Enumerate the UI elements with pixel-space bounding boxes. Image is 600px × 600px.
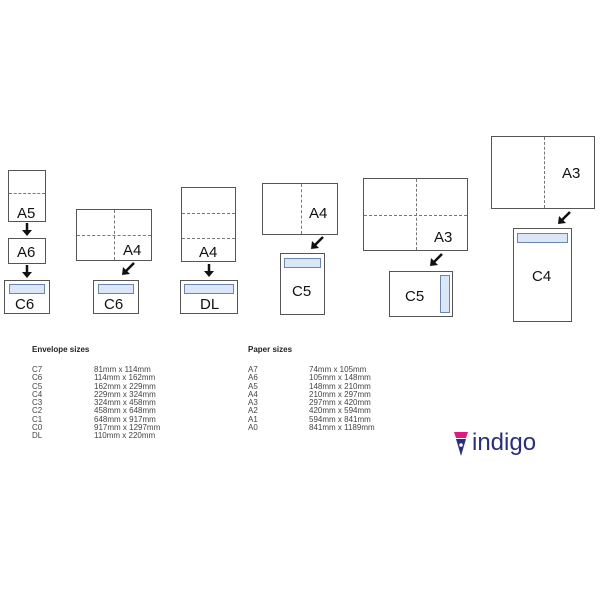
paper-name: A6 bbox=[248, 373, 258, 383]
paper-a4: A4 bbox=[262, 183, 338, 235]
envelope-window bbox=[184, 284, 234, 294]
envelope-size: 229mm x 324mm bbox=[94, 389, 156, 399]
envelope-c5: C5 bbox=[280, 253, 325, 315]
paper-label: A6 bbox=[17, 244, 36, 261]
paper-size: 420mm x 594mm bbox=[309, 406, 371, 416]
paper-name: A4 bbox=[248, 389, 258, 399]
envelope-name: C1 bbox=[32, 414, 43, 424]
arrow-down-icon bbox=[22, 223, 32, 236]
envelope-name: C3 bbox=[32, 398, 43, 408]
envelope-label: C6 bbox=[104, 296, 124, 313]
paper-label: A3 bbox=[434, 229, 453, 246]
fold-line bbox=[9, 193, 45, 194]
paper-size: 105mm x 148mm bbox=[309, 373, 371, 383]
envelope-window bbox=[9, 284, 45, 294]
arrow-diagonal-icon bbox=[311, 236, 324, 249]
paper-name: A1 bbox=[248, 414, 258, 424]
envelope-size: 162mm x 229mm bbox=[94, 381, 156, 391]
paper-size: 148mm x 210mm bbox=[309, 381, 371, 391]
fold-line bbox=[301, 184, 302, 234]
envelope-label: C5 bbox=[405, 288, 425, 305]
fold-line bbox=[114, 210, 115, 260]
envelope-dl: DL bbox=[180, 280, 238, 314]
envelope-c5: C5 bbox=[389, 271, 453, 317]
arrow-down-icon bbox=[22, 265, 32, 278]
paper-label: A4 bbox=[309, 205, 328, 222]
envelope-name: C6 bbox=[32, 373, 43, 383]
paper-a4: A4 bbox=[76, 209, 152, 261]
envelope-size: 917mm x 1297mm bbox=[94, 423, 161, 433]
envelope-sizes-heading: Envelope sizes bbox=[32, 345, 90, 354]
paper-label: A5 bbox=[17, 205, 36, 222]
paper-name: A3 bbox=[248, 398, 258, 408]
envelope-size: 114mm x 162mm bbox=[94, 373, 156, 383]
paper-size: 297mm x 420mm bbox=[309, 398, 371, 408]
fold-line bbox=[416, 179, 417, 250]
paper-sizes-heading: Paper sizes bbox=[248, 345, 293, 354]
envelope-name: C5 bbox=[32, 381, 43, 391]
envelope-size: 81mm x 114mm bbox=[94, 365, 151, 374]
envelope-size: 648mm x 917mm bbox=[94, 414, 156, 424]
paper-name: A5 bbox=[248, 381, 258, 391]
envelope-window bbox=[440, 275, 450, 313]
envelope-label: DL bbox=[200, 296, 220, 313]
paper-label: A4 bbox=[123, 242, 142, 259]
paper-label: A4 bbox=[199, 244, 218, 261]
paper-a4: A4 bbox=[181, 187, 236, 262]
paper-a5: A5 bbox=[8, 170, 46, 222]
paper-a3: A3 bbox=[491, 136, 595, 209]
envelope-window bbox=[517, 233, 568, 243]
arrow-diagonal-icon bbox=[122, 262, 135, 275]
arrow-down-icon bbox=[204, 264, 214, 277]
paper-name: A0 bbox=[248, 423, 258, 433]
envelope-label: C4 bbox=[532, 268, 552, 285]
paper-label: A3 bbox=[562, 165, 581, 182]
envelope-size: 458mm x 648mm bbox=[94, 406, 156, 416]
brand-name: indigo bbox=[472, 429, 537, 456]
indigo-logo: indigo bbox=[452, 428, 562, 458]
envelope-size: 110mm x 220mm bbox=[94, 431, 156, 441]
envelope-name: C7 bbox=[32, 365, 43, 374]
envelope-size: 324mm x 458mm bbox=[94, 398, 156, 408]
envelope-name: C0 bbox=[32, 423, 43, 433]
paper-name: A2 bbox=[248, 406, 258, 416]
arrow-diagonal-icon bbox=[558, 211, 571, 224]
envelope-label: C6 bbox=[15, 296, 35, 313]
fold-line bbox=[182, 213, 235, 214]
paper-name: A7 bbox=[248, 365, 258, 374]
envelope-c4: C4 bbox=[513, 228, 572, 322]
arrow-diagonal-icon bbox=[430, 253, 443, 266]
envelope-c6: C6 bbox=[93, 280, 139, 314]
fold-line bbox=[182, 238, 235, 239]
paper-a6: A6 bbox=[8, 238, 46, 264]
paper-size: 841mm x 1189mm bbox=[309, 423, 375, 433]
paper-size: 210mm x 297mm bbox=[309, 389, 371, 399]
envelope-window bbox=[98, 284, 134, 294]
fold-line bbox=[544, 137, 545, 208]
envelope-window bbox=[284, 258, 321, 268]
paper-size: 594mm x 841mm bbox=[309, 414, 371, 424]
envelope-label: C5 bbox=[292, 283, 312, 300]
pen-nib-icon bbox=[454, 432, 468, 456]
envelope-name: C4 bbox=[32, 389, 43, 399]
paper-size: 74mm x 105mm bbox=[309, 365, 367, 374]
envelope-name: C2 bbox=[32, 406, 43, 416]
paper-a3: A3 bbox=[363, 178, 468, 251]
envelope-c6: C6 bbox=[4, 280, 50, 314]
envelope-name: DL bbox=[32, 431, 43, 441]
fold-line bbox=[364, 215, 467, 216]
